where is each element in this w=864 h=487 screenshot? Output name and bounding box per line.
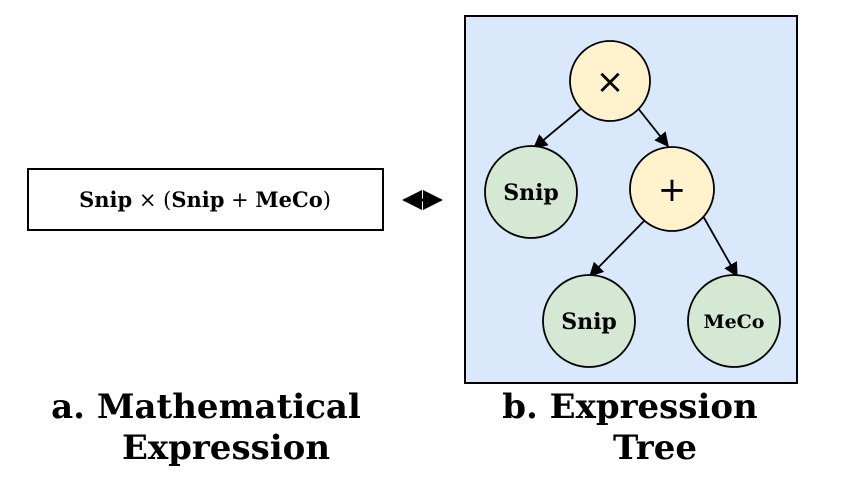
- edge-plus-to-meco: [702, 215, 738, 278]
- math-expression: Snip × (Snip + MeCo): [79, 187, 331, 212]
- node-snip-bottom: Snip: [542, 274, 636, 368]
- plus-symbol: +: [658, 170, 687, 210]
- expr-snip-2: Snip: [171, 187, 224, 212]
- expr-snip-1: Snip: [79, 187, 132, 212]
- expr-plus: +: [224, 188, 255, 212]
- caption-a-line1: a. Mathematical: [51, 387, 361, 427]
- node-meco-label: MeCo: [704, 311, 765, 333]
- edge-root-to-plus: [636, 106, 669, 148]
- node-plus: +: [629, 146, 715, 232]
- node-snip-bottom-label: Snip: [561, 309, 617, 335]
- caption-a-line2: Expression: [122, 428, 330, 468]
- expr-close-paren: ): [323, 188, 331, 212]
- node-snip-left: Snip: [484, 145, 578, 239]
- times-symbol: ×: [596, 62, 625, 102]
- expr-times-open: × (: [132, 188, 171, 212]
- node-times: ×: [569, 40, 651, 122]
- expression-box: [27, 168, 384, 231]
- node-meco: MeCo: [687, 274, 781, 368]
- caption-b-line2: Tree: [613, 428, 697, 468]
- caption-b-line1: b. Expression: [502, 387, 758, 427]
- node-snip-left-label: Snip: [503, 180, 559, 206]
- edge-root-to-snip: [532, 106, 584, 149]
- expr-meco: MeCo: [255, 187, 322, 212]
- edge-plus-to-snip: [588, 219, 646, 278]
